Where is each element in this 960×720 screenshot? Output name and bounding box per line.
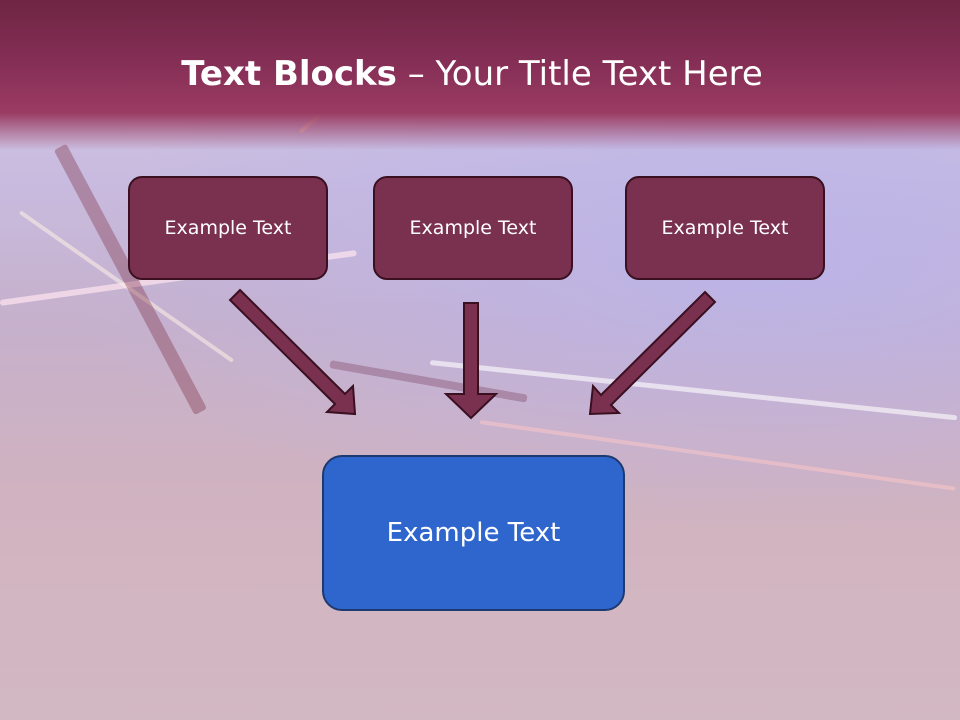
title-dash: – bbox=[396, 54, 436, 94]
text-block-1: Example Text bbox=[128, 176, 328, 280]
arrow-right bbox=[588, 290, 717, 416]
arrow-left bbox=[228, 288, 357, 416]
text-block-1-label: Example Text bbox=[164, 217, 292, 239]
result-block: Example Text bbox=[322, 455, 625, 611]
text-block-2: Example Text bbox=[373, 176, 573, 280]
text-block-2-label: Example Text bbox=[409, 217, 537, 239]
title-bar bbox=[0, 0, 960, 150]
result-block-label: Example Text bbox=[386, 518, 561, 548]
slide-title: Text Blocks – Your Title Text Here bbox=[0, 52, 944, 96]
text-block-3: Example Text bbox=[625, 176, 825, 280]
title-bold: Text Blocks bbox=[181, 54, 397, 94]
title-rest: Your Title Text Here bbox=[435, 54, 763, 94]
arrow-center bbox=[443, 302, 499, 420]
text-block-3-label: Example Text bbox=[661, 217, 789, 239]
